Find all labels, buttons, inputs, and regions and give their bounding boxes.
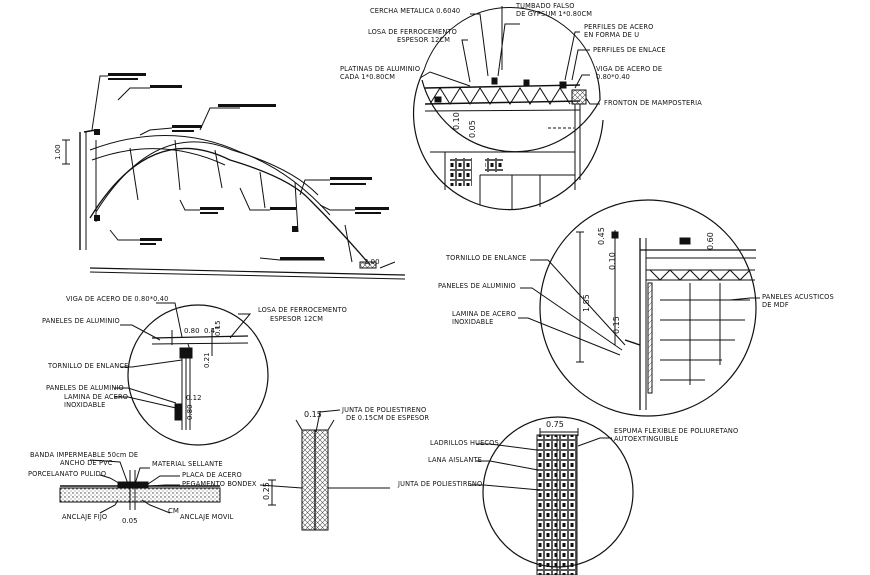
dim-left-04: 0.4 (204, 327, 216, 335)
label-placa-acero: PLACA DE ACERO (182, 471, 242, 479)
label-material-sellante: MATERIAL SELLANTE (152, 460, 223, 468)
floor-joint-detail (59, 459, 221, 514)
dim-joint-025: 0.25 (262, 482, 271, 500)
label-junta-1: JUNTA DE POLIESTIRENO (342, 406, 427, 414)
dim-left-021: 0.21 (203, 352, 211, 368)
label-tumbado-1: TUMBADO FALSO (516, 2, 575, 10)
dim-panels-045: 0.45 (597, 227, 606, 245)
label-paneles-left-1: PANELES DE ALUMINIO (42, 317, 120, 325)
panels-detail-circle (518, 199, 760, 417)
wall-section-circle (470, 416, 634, 575)
canopy-label-bars (94, 73, 389, 260)
expansion-joint-detail (259, 409, 390, 531)
label-banda-1: BANDA IMPERMEABLE 50cm DE (30, 451, 139, 459)
dim-left-012: 0.12 (186, 394, 202, 402)
label-perfiles-enlace: PERFILES DE ENLACE (593, 46, 666, 54)
label-anclaje-movil: ANCLAJE MOVIL (180, 513, 234, 521)
label-viga-roof-1: VIGA DE ACERO DE (596, 65, 663, 73)
dim-left-080b: 0.80 (186, 404, 194, 420)
left-detail-circle (114, 302, 269, 446)
canopy-elevation (62, 75, 406, 280)
dim-canopy-100: 1.00 (54, 144, 62, 160)
label-lamina-right-2: INOXIDABLE (452, 318, 494, 326)
label-paneles-left-2: PANELES DE ALUMINIO (46, 384, 124, 392)
label-lamina-left-2: INOXIDABLE (64, 401, 106, 409)
label-pegamento: PEGAMENTO BONDEX (182, 480, 257, 488)
label-viga-left: VIGA DE ACERO DE 0.80*0.40 (66, 295, 169, 303)
dim-panels-060: 0.60 (706, 232, 715, 250)
label-perfiles-u-1: PERFILES DE ACERO (584, 23, 654, 31)
label-losa-left-1: LOSA DE FERROCEMENTO (258, 306, 347, 314)
label-losa-roof-1: LOSA DE FERROCEMENTO (368, 28, 457, 36)
label-tornillo-left: TORNILLO DE ENLANCE (48, 362, 129, 370)
label-junta-2: DE 0.15CM DE ESPESOR (346, 414, 430, 422)
dim-left-080: 0.80 (184, 327, 200, 335)
dim-panels-015: 0.15 (612, 316, 621, 334)
label-losa-left-2: ESPESOR 12CM (270, 315, 324, 323)
label-perfiles-u-2: EN FORMA DE U (584, 31, 640, 39)
label-paneles-acusticos-1: PANELES ACUSTICOS (762, 293, 834, 301)
dim-canopy-base: 2.00 (364, 258, 380, 266)
dim-wall-075: 0.75 (546, 420, 564, 429)
label-porcelanato: PORCELANATO PULIDO (28, 470, 107, 478)
label-espuma-1: ESPUMA FLEXIBLE DE POLIURETANO (614, 427, 739, 435)
dim-panels-185: 1.85 (582, 294, 591, 312)
dim-roof-010: 0.10 (452, 112, 461, 130)
label-tornillo-right: TORNILLO DE ENLANCE (446, 254, 527, 262)
label-lamina-left-1: LAMINA DE ACERO (64, 393, 129, 401)
label-cercha: CERCHA METALICA 0.6040 (370, 7, 461, 15)
dim-floor-005: 0.05 (122, 517, 138, 525)
label-platinas-2: CADA 1*0.80CM (340, 73, 396, 81)
label-platinas-1: PLATINAS DE ALUMINIO (340, 65, 421, 73)
label-ladrillos: LADRILLOS HUECOS (430, 439, 499, 447)
dim-joint-015: 0.15 (304, 410, 322, 419)
label-paneles-aluminio-right: PANELES DE ALUMINIO (438, 282, 516, 290)
label-fronton: FRONTON DE MAMPOSTERIA (604, 99, 702, 107)
label-paneles-acusticos-2: DE MDF (762, 301, 789, 309)
label-losa-roof-2: ESPESOR 12CM (397, 36, 451, 44)
dim-left-015: 0.15 (214, 320, 222, 336)
label-junta-wall: JUNTA DE POLIESTIRENO (398, 480, 483, 488)
dim-panels-010: 0.10 (608, 252, 617, 270)
label-tumbado-2: DE GYPSUM 1*0.80CM (516, 10, 593, 18)
label-lamina-right-1: LAMINA DE ACERO (452, 310, 517, 318)
label-viga-roof-2: 0.80*0.40 (596, 73, 631, 81)
label-banda-2: ANCHO DE PVC (60, 459, 113, 467)
label-espuma-2: AUTOEXTINGUIBLE (614, 435, 679, 443)
label-anclaje-fijo: ANCLAJE FIJO (62, 513, 108, 521)
roof-detail-circle (412, 6, 604, 211)
dim-roof-005: 0.05 (468, 120, 477, 138)
label-lana: LANA AISLANTE (428, 456, 482, 464)
dim-floor-cm: CM (168, 507, 179, 515)
